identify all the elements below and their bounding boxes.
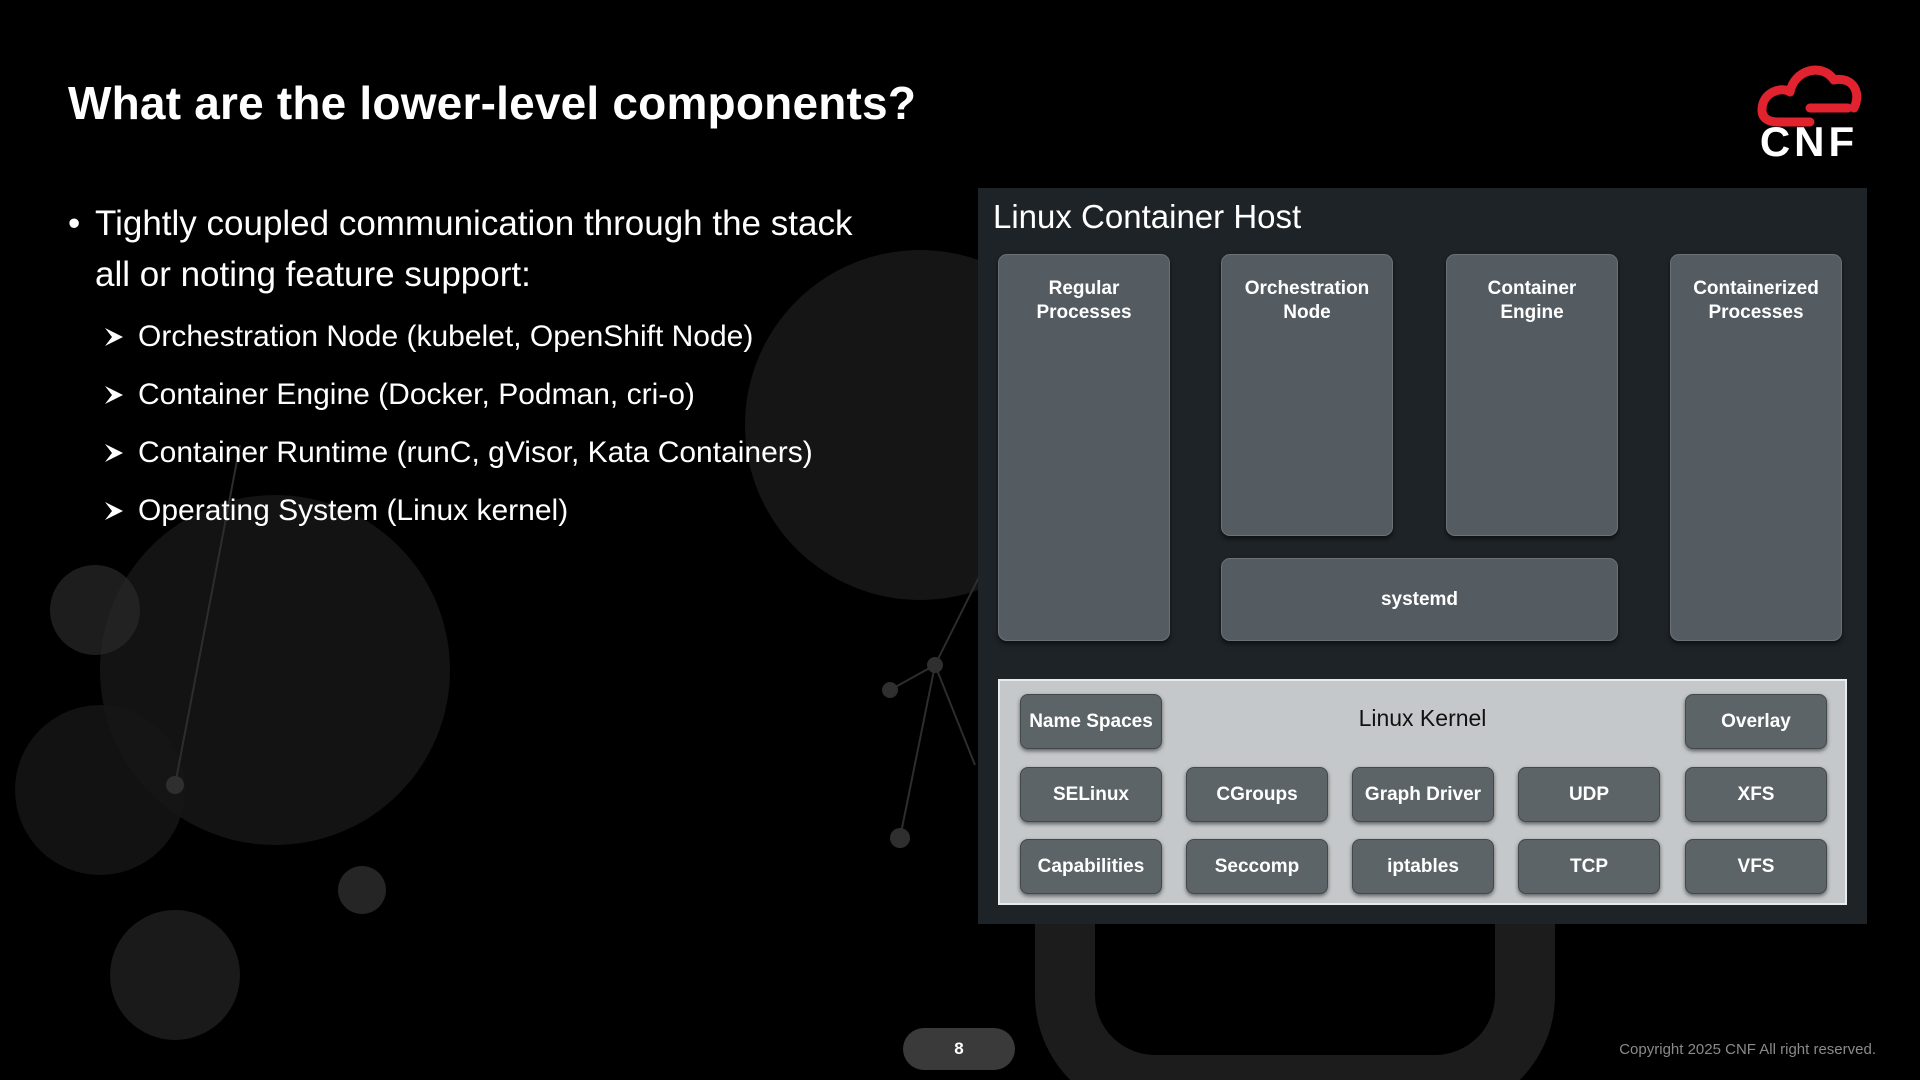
bullet-dot-icon: •: [68, 204, 81, 243]
sub-bullet-container-engine: Container Engine (Docker, Podman, cri-o): [68, 366, 928, 424]
xfs-box: XFS: [1685, 767, 1827, 822]
sub-bullet-text: Container Runtime (runC, gVisor, Kata Co…: [138, 436, 813, 469]
main-bullet-line-2: all or noting feature support:: [95, 255, 531, 294]
iptables-box: iptables: [1352, 839, 1494, 894]
vfs-box: VFS: [1685, 839, 1827, 894]
page-number: 8: [903, 1028, 1015, 1070]
linux-kernel-panel: Linux Kernel Name Spaces Overlay SELinux…: [998, 679, 1847, 905]
orchestration-node-box: Orchestration Node: [1221, 254, 1393, 536]
sub-bullet-text: Orchestration Node (kubelet, OpenShift N…: [138, 320, 754, 353]
sub-bullet-list: Orchestration Node (kubelet, OpenShift N…: [68, 308, 928, 540]
container-engine-box: Container Engine: [1446, 254, 1618, 536]
arrowhead-bullet-icon: [105, 386, 123, 404]
seccomp-box: Seccomp: [1186, 839, 1328, 894]
arrowhead-bullet-icon: [105, 328, 123, 346]
overlay-box: Overlay: [1685, 694, 1827, 749]
arrowhead-bullet-icon: [105, 502, 123, 520]
sub-bullet-text: Operating System (Linux kernel): [138, 494, 569, 527]
cnf-logo-icon: [1757, 65, 1862, 127]
main-bullet-line-1: Tightly coupled communication through th…: [95, 204, 853, 243]
sub-bullet-operating-system: Operating System (Linux kernel): [68, 482, 928, 540]
graph-driver-box: Graph Driver: [1352, 767, 1494, 822]
selinux-box: SELinux: [1020, 767, 1162, 822]
logo-text: CNF: [1759, 118, 1859, 165]
containerized-processes-box: Containerized Processes: [1670, 254, 1842, 641]
udp-box: UDP: [1518, 767, 1660, 822]
copyright-text: Copyright 2025 CNF All right reserved.: [1619, 1041, 1876, 1058]
sub-bullet-container-runtime: Container Runtime (runC, gVisor, Kata Co…: [68, 424, 928, 482]
regular-processes-box: Regular Processes: [998, 254, 1170, 641]
arrowhead-bullet-icon: [105, 444, 123, 462]
sub-bullet-text: Container Engine (Docker, Podman, cri-o): [138, 378, 695, 411]
capabilities-box: Capabilities: [1020, 839, 1162, 894]
main-bullet: • Tightly coupled communication through …: [68, 198, 928, 300]
name-spaces-box: Name Spaces: [1020, 694, 1162, 749]
linux-container-host-diagram: Linux Container Host Regular Processes O…: [978, 188, 1867, 924]
slide-title: What are the lower-level components?: [68, 77, 917, 129]
sub-bullet-orchestration: Orchestration Node (kubelet, OpenShift N…: [68, 308, 928, 366]
host-title: Linux Container Host: [993, 198, 1302, 235]
systemd-box: systemd: [1221, 558, 1618, 641]
cgroups-box: CGroups: [1186, 767, 1328, 822]
bullet-list: • Tightly coupled communication through …: [68, 198, 928, 540]
kernel-title: Linux Kernel: [1358, 705, 1487, 731]
tcp-box: TCP: [1518, 839, 1660, 894]
